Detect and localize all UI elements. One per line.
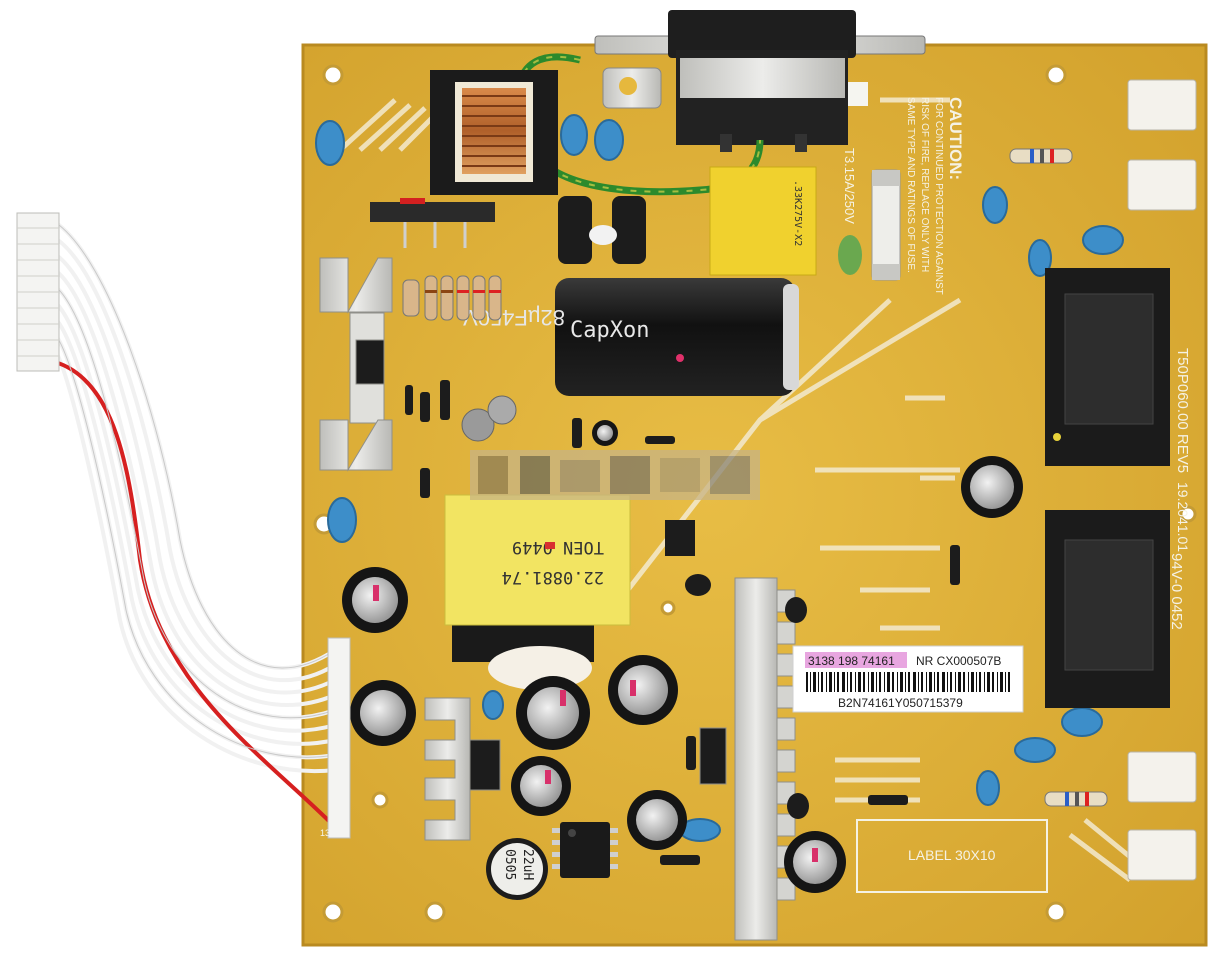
resistor-bands: [425, 149, 1089, 806]
svg-text:22.0881.74: 22.0881.74: [502, 567, 604, 587]
svg-text:19.2041.01: 19.2041.01: [1175, 482, 1191, 552]
power-inductor: 22uH 0505: [486, 838, 548, 900]
output-transformer-bottom: [1045, 510, 1170, 708]
svg-text:SAME TYPE AND RATINGS OF FUSE.: SAME TYPE AND RATINGS OF FUSE.: [905, 97, 916, 273]
heatsink-top-left: [319, 257, 393, 472]
blurred-region: [470, 450, 760, 500]
barcode-sticker: 3138 198 74161 NR CX000507B B2N74161Y050…: [792, 645, 1024, 713]
svg-text:RISK OF FIRE, REPLACE ONLY WIT: RISK OF FIRE, REPLACE ONLY WITH: [919, 97, 930, 272]
output-transformer-top: [1045, 268, 1170, 466]
diodes: [405, 380, 960, 865]
svg-text:T50P060.00 REV5: T50P060.00 REV5: [1174, 348, 1191, 473]
svg-text:LABEL 30X10: LABEL 30X10: [908, 847, 996, 863]
harness-plug: [16, 212, 60, 372]
silkscreen-text: CAUTION: FOR CONTINUED PROTECTION AGAINS…: [842, 97, 1191, 630]
board-connector: 13: [320, 637, 351, 839]
svg-text:3138 198 74161: 3138 198 74161: [808, 654, 895, 668]
dip-ic: [552, 822, 618, 878]
svg-text:T3.15A/250V: T3.15A/250V: [842, 148, 857, 224]
svg-text:.33K275V-X2: .33K275V-X2: [792, 180, 803, 246]
common-mode-choke: [370, 70, 558, 248]
svg-text:B2N74161Y050715379: B2N74161Y050715379: [838, 696, 963, 710]
output-connectors: [1127, 79, 1197, 881]
svg-text:FOR CONTINUED PROTECTION AGAIN: FOR CONTINUED PROTECTION AGAINST: [933, 97, 944, 295]
svg-text:NR CX000507B: NR CX000507B: [916, 654, 1001, 668]
input-inductors: [558, 196, 646, 264]
disc-components: [461, 395, 517, 442]
small-transistors: [665, 520, 809, 819]
svg-text:CAUTION:: CAUTION:: [946, 97, 965, 180]
y-capacitors: [315, 114, 1124, 842]
wire-harness: [53, 220, 340, 832]
svg-text:CapXon: CapXon: [570, 318, 649, 343]
svg-text:22uH: 22uH: [520, 849, 535, 880]
ac-inlet-connector: [594, 10, 926, 152]
electrolytic-capacitors: [342, 420, 1023, 893]
svg-text:TOEN 0449: TOEN 0449: [512, 537, 604, 557]
x-capacitor: .33K275V-X2: [709, 166, 817, 276]
svg-text:0505: 0505: [502, 849, 517, 880]
label-box-area: LABEL 30X10: [856, 819, 1048, 893]
fuse: [838, 169, 901, 281]
heatsink-lower-left: [424, 697, 501, 841]
svg-text:13: 13: [320, 828, 330, 838]
svg-text:94V-0 0452: 94V-0 0452: [1168, 553, 1185, 630]
